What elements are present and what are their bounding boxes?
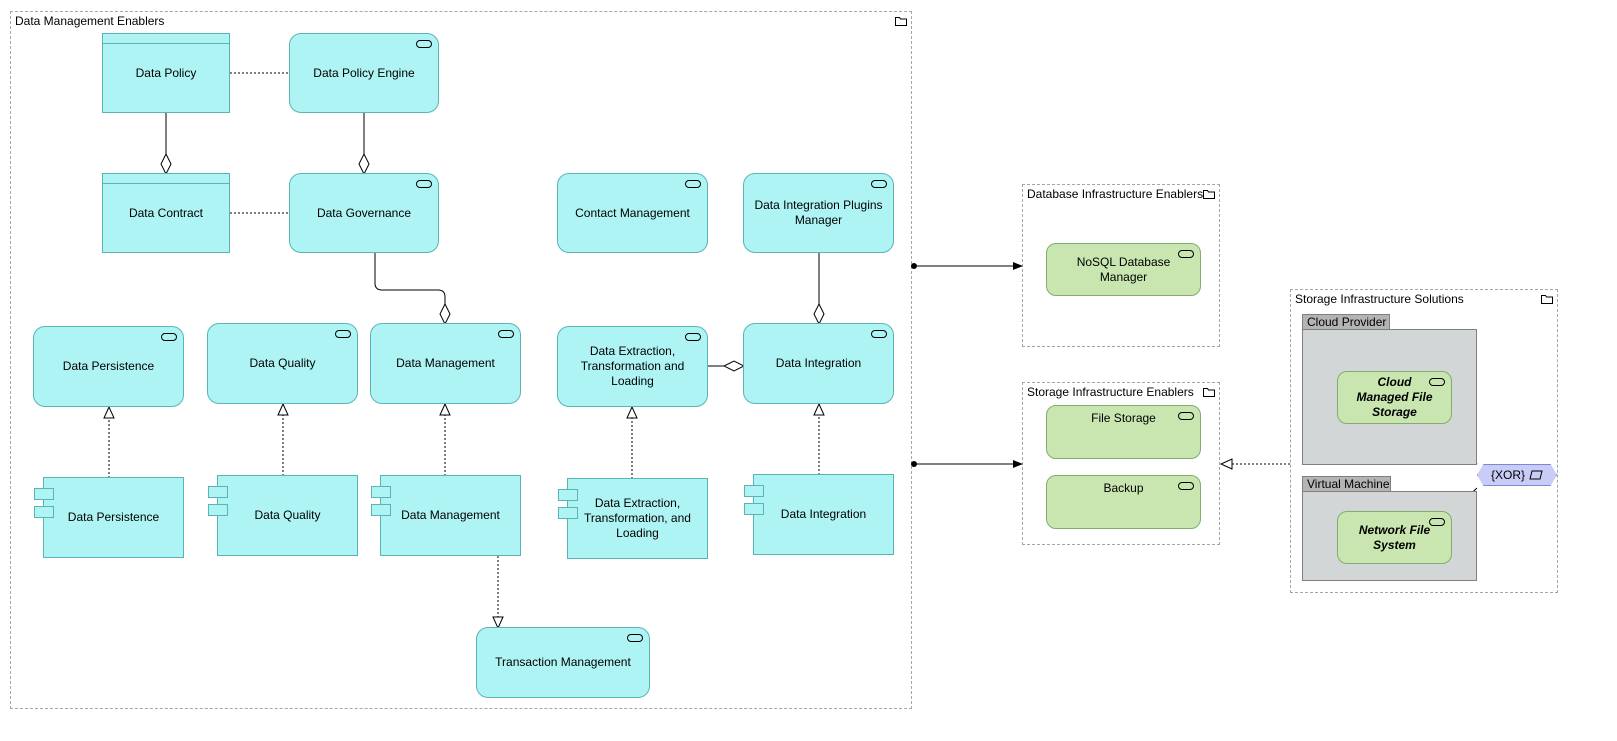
component-data-management[interactable]: Data Management (371, 475, 521, 556)
service-icon (416, 40, 432, 48)
xor-junction[interactable]: {XOR} (1477, 464, 1557, 486)
tech-service-cloud-managed-file-storage[interactable]: Cloud Managed File Storage (1337, 371, 1452, 424)
element-label: Data Policy (135, 65, 197, 80)
service-data-persistence[interactable]: Data Persistence (33, 326, 184, 407)
element-label: NoSQL Database Manager (1076, 254, 1171, 284)
service-icon (685, 333, 701, 341)
group-data-management-enablers[interactable]: Data Management Enablers (10, 11, 912, 709)
element-label: Transaction Management (495, 655, 631, 669)
service-data-integration[interactable]: Data Integration (743, 323, 894, 404)
element-label: Data Quality (249, 356, 316, 370)
aggregation-line (374, 253, 445, 324)
element-label: Backup (1103, 481, 1144, 495)
component-icon (744, 485, 764, 497)
service-data-etl[interactable]: Data Extraction, Transformation and Load… (557, 326, 708, 407)
component-icon (558, 507, 578, 519)
component-icon (371, 504, 391, 516)
junction-label: {XOR} (1490, 468, 1526, 482)
service-icon (627, 634, 643, 642)
group-label: Database Infrastructure Enablers (1027, 187, 1204, 201)
folder-icon (1203, 388, 1215, 397)
service-icon (685, 180, 701, 188)
node-label: Cloud Provider (1302, 314, 1390, 330)
folder-icon (1541, 295, 1553, 304)
component-data-etl[interactable]: Data Extraction, Transformation, and Loa… (558, 478, 708, 559)
element-label: Data Extraction, Transformation and Load… (580, 344, 685, 388)
service-data-policy-engine[interactable]: Data Policy Engine (289, 33, 439, 113)
element-label: Data Contract (128, 205, 204, 220)
data-object-data-policy[interactable]: Data Policy (102, 33, 230, 113)
service-icon (1178, 482, 1194, 490)
element-label: Cloud Managed File Storage (1356, 375, 1433, 419)
data-object-data-contract[interactable]: Data Contract (102, 173, 230, 253)
service-icon (871, 180, 887, 188)
service-icon (498, 330, 514, 338)
service-data-governance[interactable]: Data Governance (289, 173, 439, 253)
element-label: Network File System (1358, 522, 1431, 552)
element-label: Data Persistence (67, 510, 160, 524)
component-icon (34, 506, 54, 518)
service-icon (416, 180, 432, 188)
component-icon (371, 486, 391, 498)
folder-icon (1203, 190, 1215, 199)
group-storage-infrastructure-solutions[interactable]: Storage Infrastructure Solutions (1290, 289, 1558, 593)
component-icon (208, 504, 228, 516)
node-label: Virtual Machine (1302, 476, 1391, 492)
element-label: Data Integration (775, 356, 862, 370)
component-icon (558, 489, 578, 501)
element-label: Data Management (401, 508, 500, 522)
service-data-quality[interactable]: Data Quality (207, 323, 358, 404)
tech-service-network-file-system[interactable]: Network File System (1337, 511, 1452, 564)
junction-icon (1529, 470, 1543, 480)
service-icon (161, 333, 177, 341)
group-label: Storage Infrastructure Enablers (1027, 385, 1194, 399)
component-icon (34, 488, 54, 500)
tech-service-nosql-database-manager[interactable]: NoSQL Database Manager (1046, 243, 1201, 296)
group-label: Storage Infrastructure Solutions (1295, 292, 1464, 306)
tech-service-file-storage[interactable]: File Storage (1046, 405, 1201, 459)
tech-service-backup[interactable]: Backup (1046, 475, 1201, 529)
folder-icon (895, 17, 907, 26)
element-label: File Storage (1091, 411, 1156, 425)
service-icon (1429, 378, 1445, 386)
element-label: Data Persistence (62, 359, 155, 373)
service-contact-management[interactable]: Contact Management (557, 173, 708, 253)
service-icon (335, 330, 351, 338)
element-label: Data Management (396, 356, 495, 370)
component-icon (208, 486, 228, 498)
component-data-persistence[interactable]: Data Persistence (34, 477, 184, 558)
element-label: Data Extraction, Transformation, and Loa… (584, 496, 691, 540)
service-data-management[interactable]: Data Management (370, 323, 521, 404)
element-label: Data Integration (780, 507, 867, 521)
service-icon (1429, 518, 1445, 526)
service-icon (1178, 412, 1194, 420)
service-transaction-management[interactable]: Transaction Management (476, 627, 650, 698)
component-icon (744, 503, 764, 515)
service-icon (871, 330, 887, 338)
component-data-quality[interactable]: Data Quality (208, 475, 358, 556)
component-data-integration[interactable]: Data Integration (744, 474, 894, 555)
element-label: Contact Management (575, 205, 690, 220)
element-label: Data Quality (254, 508, 321, 522)
service-data-integration-plugins-manager[interactable]: Data Integration Plugins Manager (743, 173, 894, 253)
element-label: Data Governance (316, 205, 412, 220)
element-label: Data Policy Engine (313, 65, 415, 80)
element-label: Data Integration Plugins Manager (754, 198, 883, 227)
service-icon (1178, 250, 1194, 258)
group-label: Data Management Enablers (15, 14, 165, 28)
